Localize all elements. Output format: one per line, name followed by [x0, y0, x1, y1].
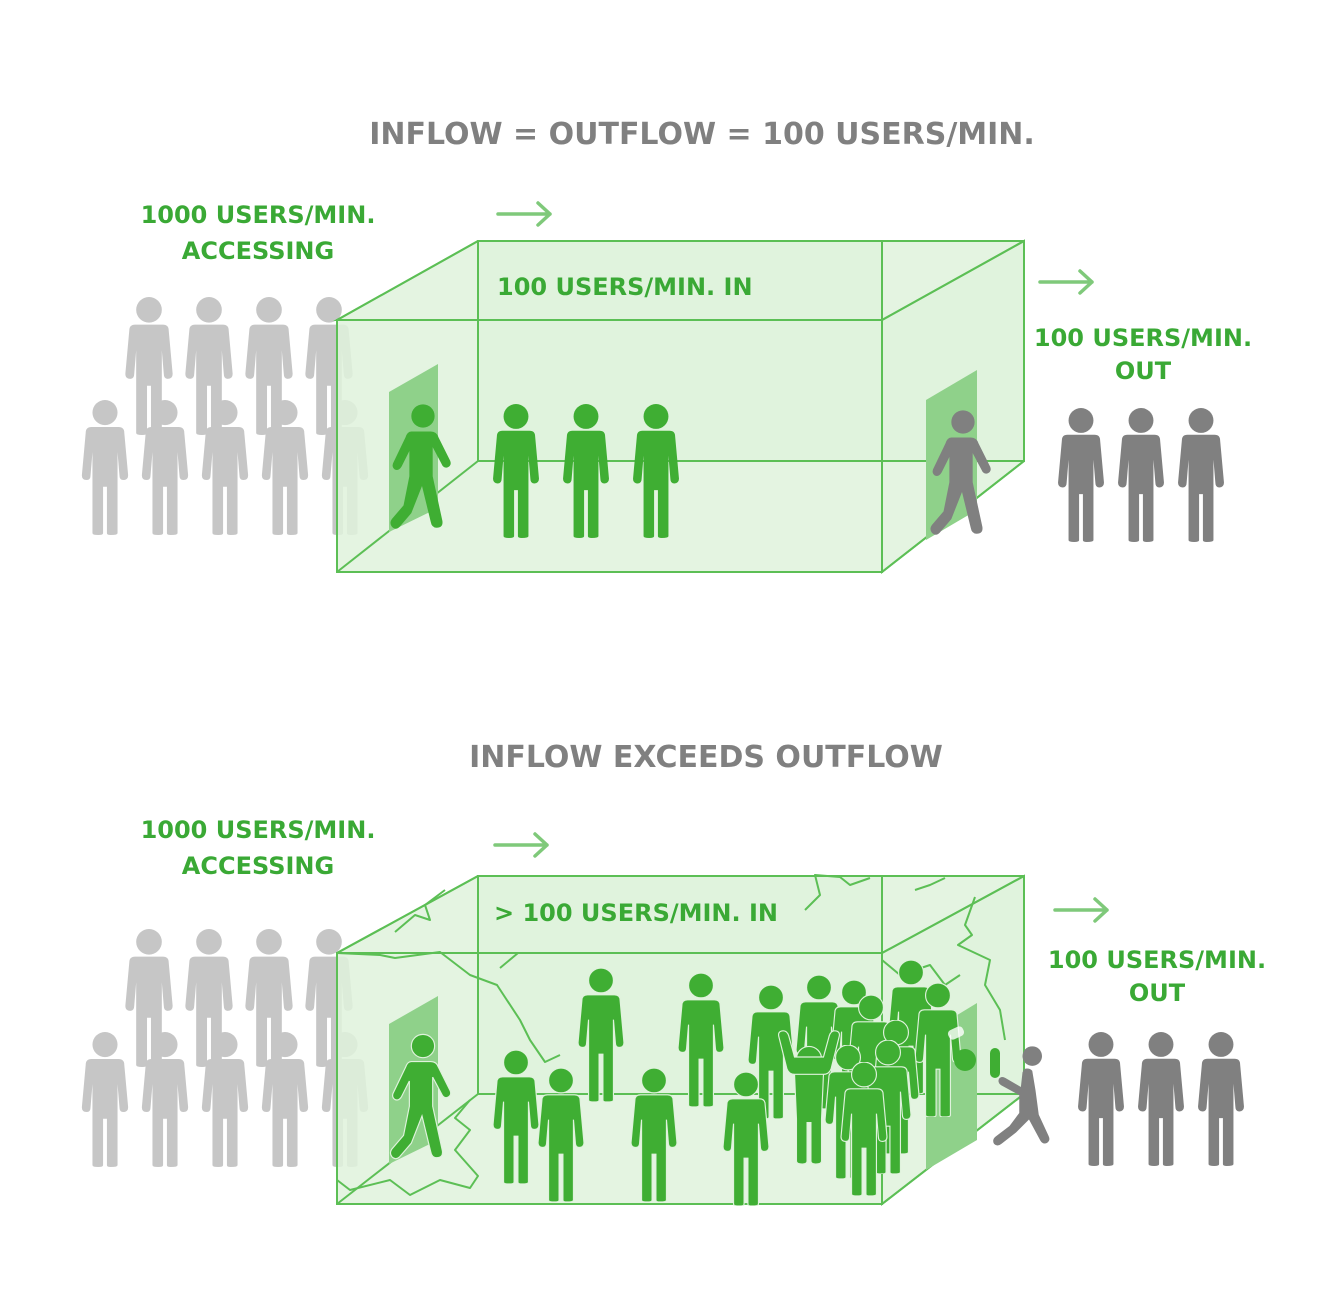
right-arrow-icon: [1053, 897, 1109, 923]
top-scene: INFLOW = OUTFLOW = 100 USERS/MIN. 1000 U…: [81, 117, 1252, 575]
bottom-out-label-line2: OUT: [1129, 979, 1186, 1007]
bottom-scene: INFLOW EXCEEDS OUTFLOW 1000 USERS/MIN. A…: [81, 740, 1266, 1207]
exited-users: [1058, 408, 1224, 542]
person-icon: [261, 1032, 309, 1167]
person-icon: [1138, 1032, 1184, 1166]
person-icon: [201, 400, 249, 535]
person-icon: [81, 400, 129, 535]
exited-users: [1078, 1032, 1244, 1166]
bottom-out-label-line1: 100 USERS/MIN.: [1048, 946, 1266, 974]
right-arrow-icon: [1038, 269, 1094, 295]
bottom-accessing-label-line2: ACCESSING: [182, 852, 334, 880]
person-icon: [141, 400, 189, 535]
person-icon: [81, 1032, 129, 1167]
waiting-crowd: [81, 297, 369, 535]
person-icon: [141, 1032, 189, 1167]
top-accessing-label-line1: 1000 USERS/MIN.: [141, 201, 376, 229]
right-arrow-icon: [496, 201, 552, 227]
top-out-label-line1: 100 USERS/MIN.: [1034, 324, 1252, 352]
person-icon: [261, 400, 309, 535]
top-out-label-line2: OUT: [1115, 357, 1172, 385]
right-arrow-icon: [493, 832, 549, 858]
top-scene-title: INFLOW = OUTFLOW = 100 USERS/MIN.: [369, 117, 1035, 152]
person-icon: [1118, 408, 1164, 542]
person-icon: [1058, 408, 1104, 542]
blocked-exit: [947, 1026, 1000, 1078]
person-icon: [1178, 408, 1224, 542]
bottom-scene-title: INFLOW EXCEEDS OUTFLOW: [469, 740, 943, 775]
bottom-accessing-label-line1: 1000 USERS/MIN.: [141, 816, 376, 844]
top-accessing-label-line2: ACCESSING: [182, 237, 334, 265]
person-icon: [201, 1032, 249, 1167]
bottom-in-label: > 100 USERS/MIN. IN: [494, 899, 778, 927]
waiting-crowd: [81, 929, 369, 1167]
top-in-label: 100 USERS/MIN. IN: [497, 273, 753, 301]
person-icon: [1198, 1032, 1244, 1166]
person-icon: [1078, 1032, 1124, 1166]
